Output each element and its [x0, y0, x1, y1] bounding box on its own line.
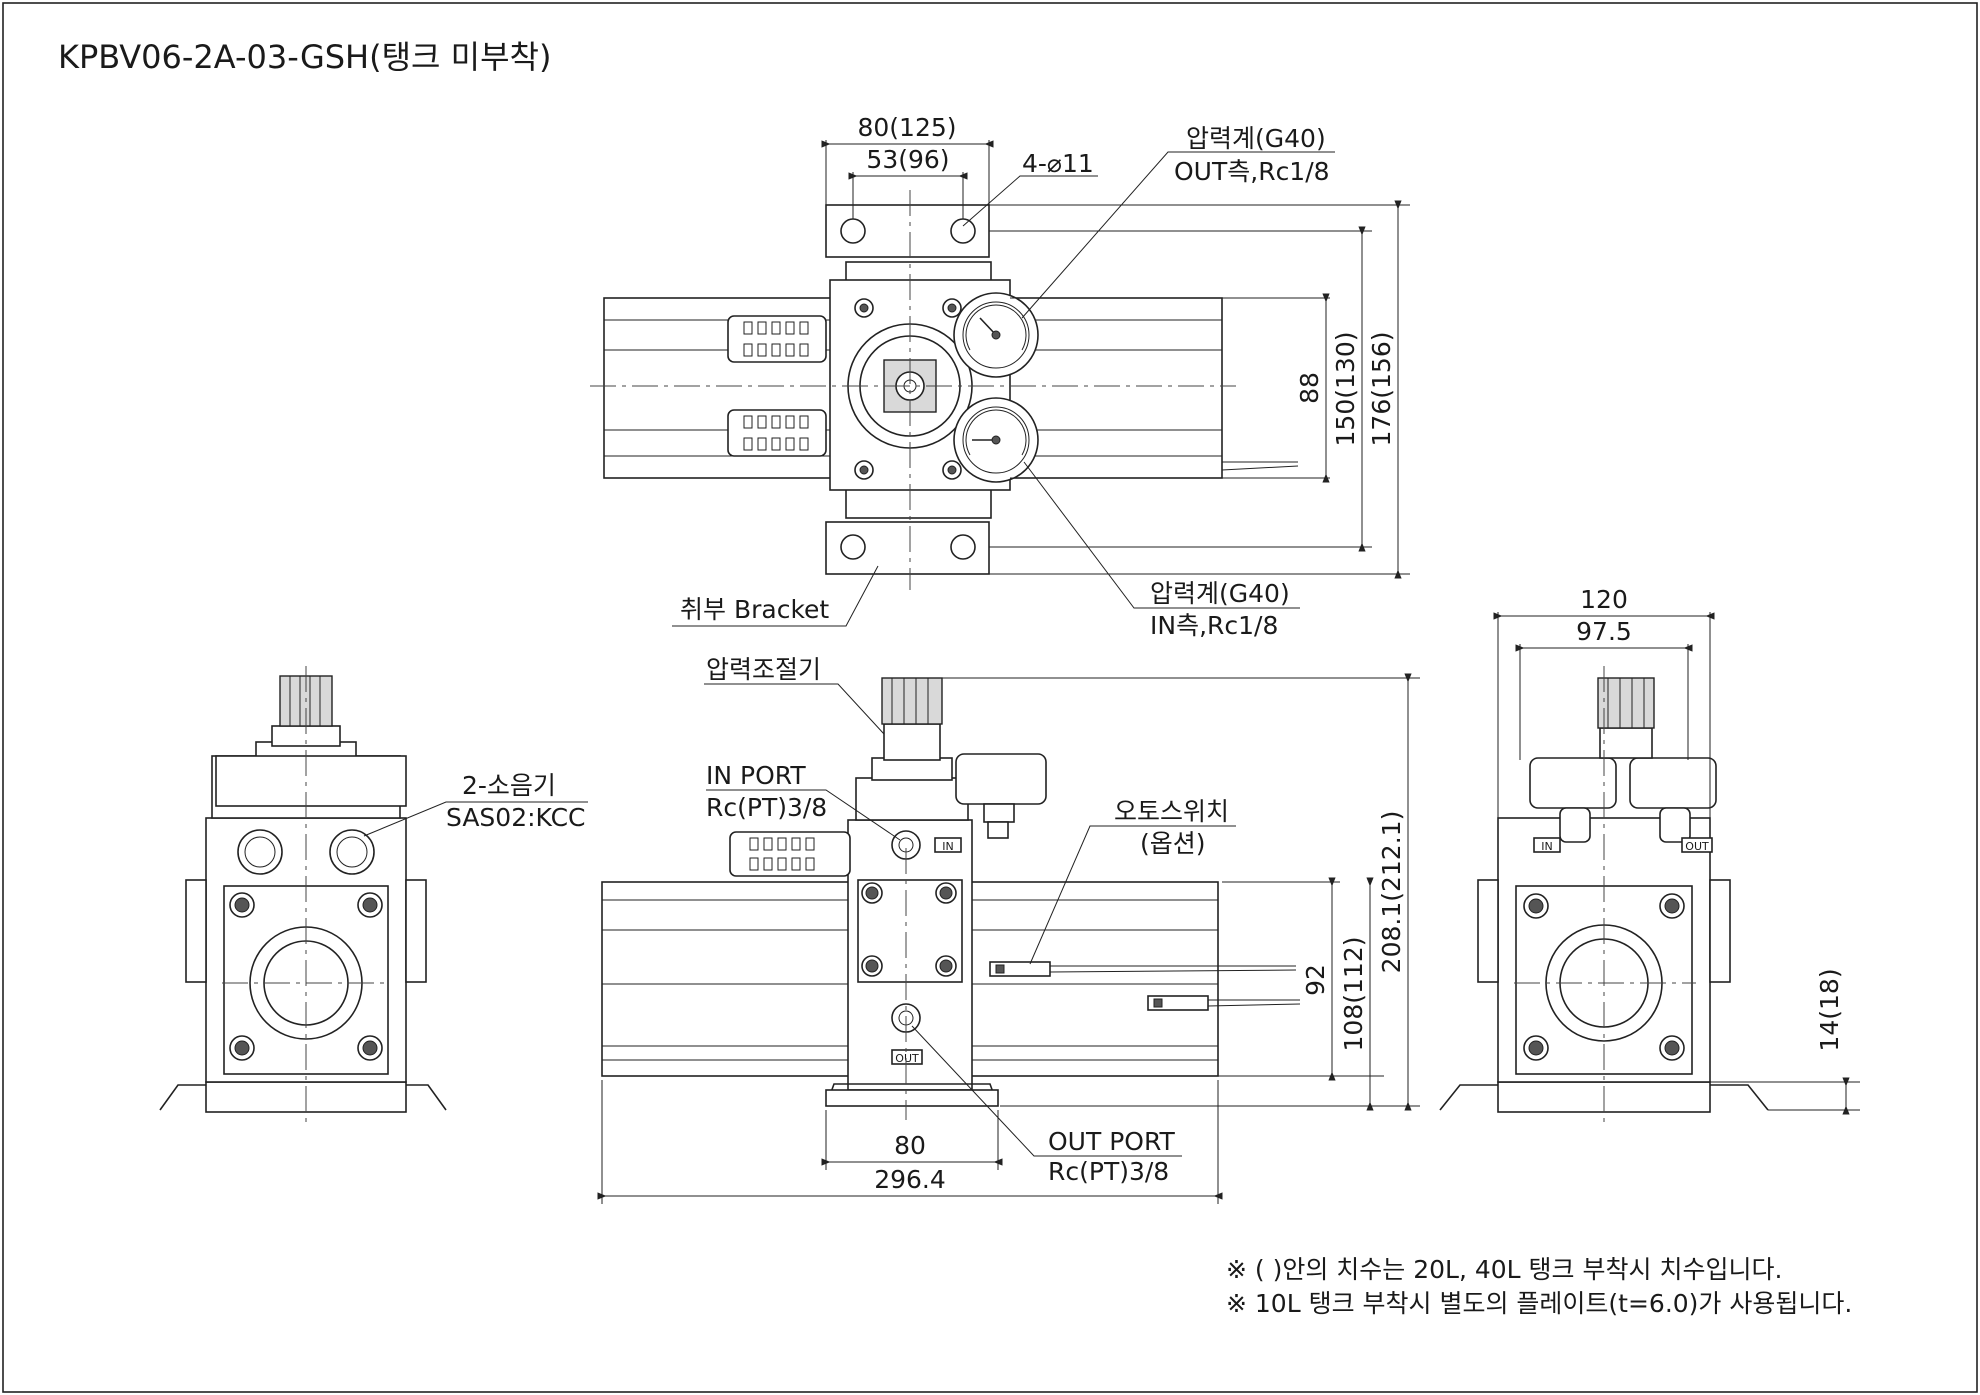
regulator-label: 압력조절기 [706, 655, 821, 684]
note-1: ※ ( )안의 치수는 20L, 40L 탱크 부착시 치수입니다. [1226, 1255, 1782, 1284]
silencer-label: 2-소음기 [462, 771, 556, 800]
dim-14: 14(18) [1815, 968, 1844, 1051]
dim-108: 108(112) [1339, 937, 1368, 1052]
silencer-model: SAS02:KCC [446, 803, 585, 832]
in-port-label: IN PORT [706, 761, 806, 790]
note-2: ※ 10L 탱크 부착시 별도의 플레이트(t=6.0)가 사용됩니다. [1226, 1289, 1852, 1318]
dim-975: 97.5 [1576, 617, 1632, 646]
front-view: IN OUT 압력조절기 [597, 655, 1420, 1204]
bolt [942, 298, 962, 318]
dim-width-inner: 53(96) [866, 145, 949, 174]
dim-width-outer: 80(125) [857, 113, 956, 142]
out-port-label: OUT PORT [1048, 1127, 1175, 1156]
out-port-spec: Rc(PT)3/8 [1048, 1157, 1169, 1186]
front-gauge [955, 753, 1047, 805]
gauge-out-label: 압력계(G40) [1186, 124, 1326, 153]
top-bracket-upper [825, 204, 990, 258]
dim-120: 120 [1580, 585, 1628, 614]
in-tag: IN [942, 840, 953, 853]
silencer-upper [727, 315, 827, 363]
bracket-hole [950, 534, 976, 560]
dim-80: 80 [894, 1131, 926, 1160]
right-in-tag: IN [1541, 840, 1552, 853]
top-bracket-lower [825, 521, 990, 575]
auto-switch [1147, 995, 1209, 1011]
hole-spec: 4-⌀11 [1022, 149, 1094, 178]
bolt [854, 460, 874, 480]
dim-92: 92 [1301, 964, 1330, 996]
silencer-lower [727, 409, 827, 457]
bolt [854, 298, 874, 318]
dim-296: 296.4 [874, 1165, 946, 1194]
auto-switch-note: (옵션) [1140, 829, 1206, 858]
right-out-tag: OUT [1685, 840, 1709, 853]
top-view: 80(125) 53(96) 4-⌀11 88 150(130) 176(156… [590, 113, 1410, 640]
dim-88: 88 [1295, 372, 1324, 404]
front-regulator-knob [881, 677, 943, 725]
out-tag: OUT [895, 1052, 919, 1065]
dim-208: 208.1(212.1) [1377, 811, 1406, 974]
dim-176: 176(156) [1367, 332, 1396, 447]
right-view: IN OUT 120 97.5 14(18) [1439, 585, 1860, 1126]
silencer-port [329, 829, 375, 875]
bolt [942, 460, 962, 480]
bracket-hole [840, 534, 866, 560]
left-view: 2-소음기 SAS02:KCC [159, 666, 588, 1126]
front-silencer [729, 831, 851, 877]
gauge-out [953, 292, 1039, 378]
silencer-port [237, 829, 283, 875]
dim-150: 150(130) [1331, 332, 1360, 447]
gauge-in-port: IN측,Rc1/8 [1150, 611, 1278, 640]
drawing-title: KPBV06-2A-03-GSH(탱크 미부착) [58, 38, 551, 76]
gauge-out-port: OUT측,Rc1/8 [1174, 157, 1330, 186]
auto-switch-label: 오토스위치 [1114, 797, 1229, 826]
bracket-label: 취부 Bracket [680, 595, 829, 624]
gauge-in-label: 압력계(G40) [1150, 579, 1290, 608]
auto-switch [989, 961, 1051, 977]
gauge-in [953, 397, 1039, 483]
right-regulator-knob [1597, 677, 1655, 729]
in-port-spec: Rc(PT)3/8 [706, 793, 827, 822]
